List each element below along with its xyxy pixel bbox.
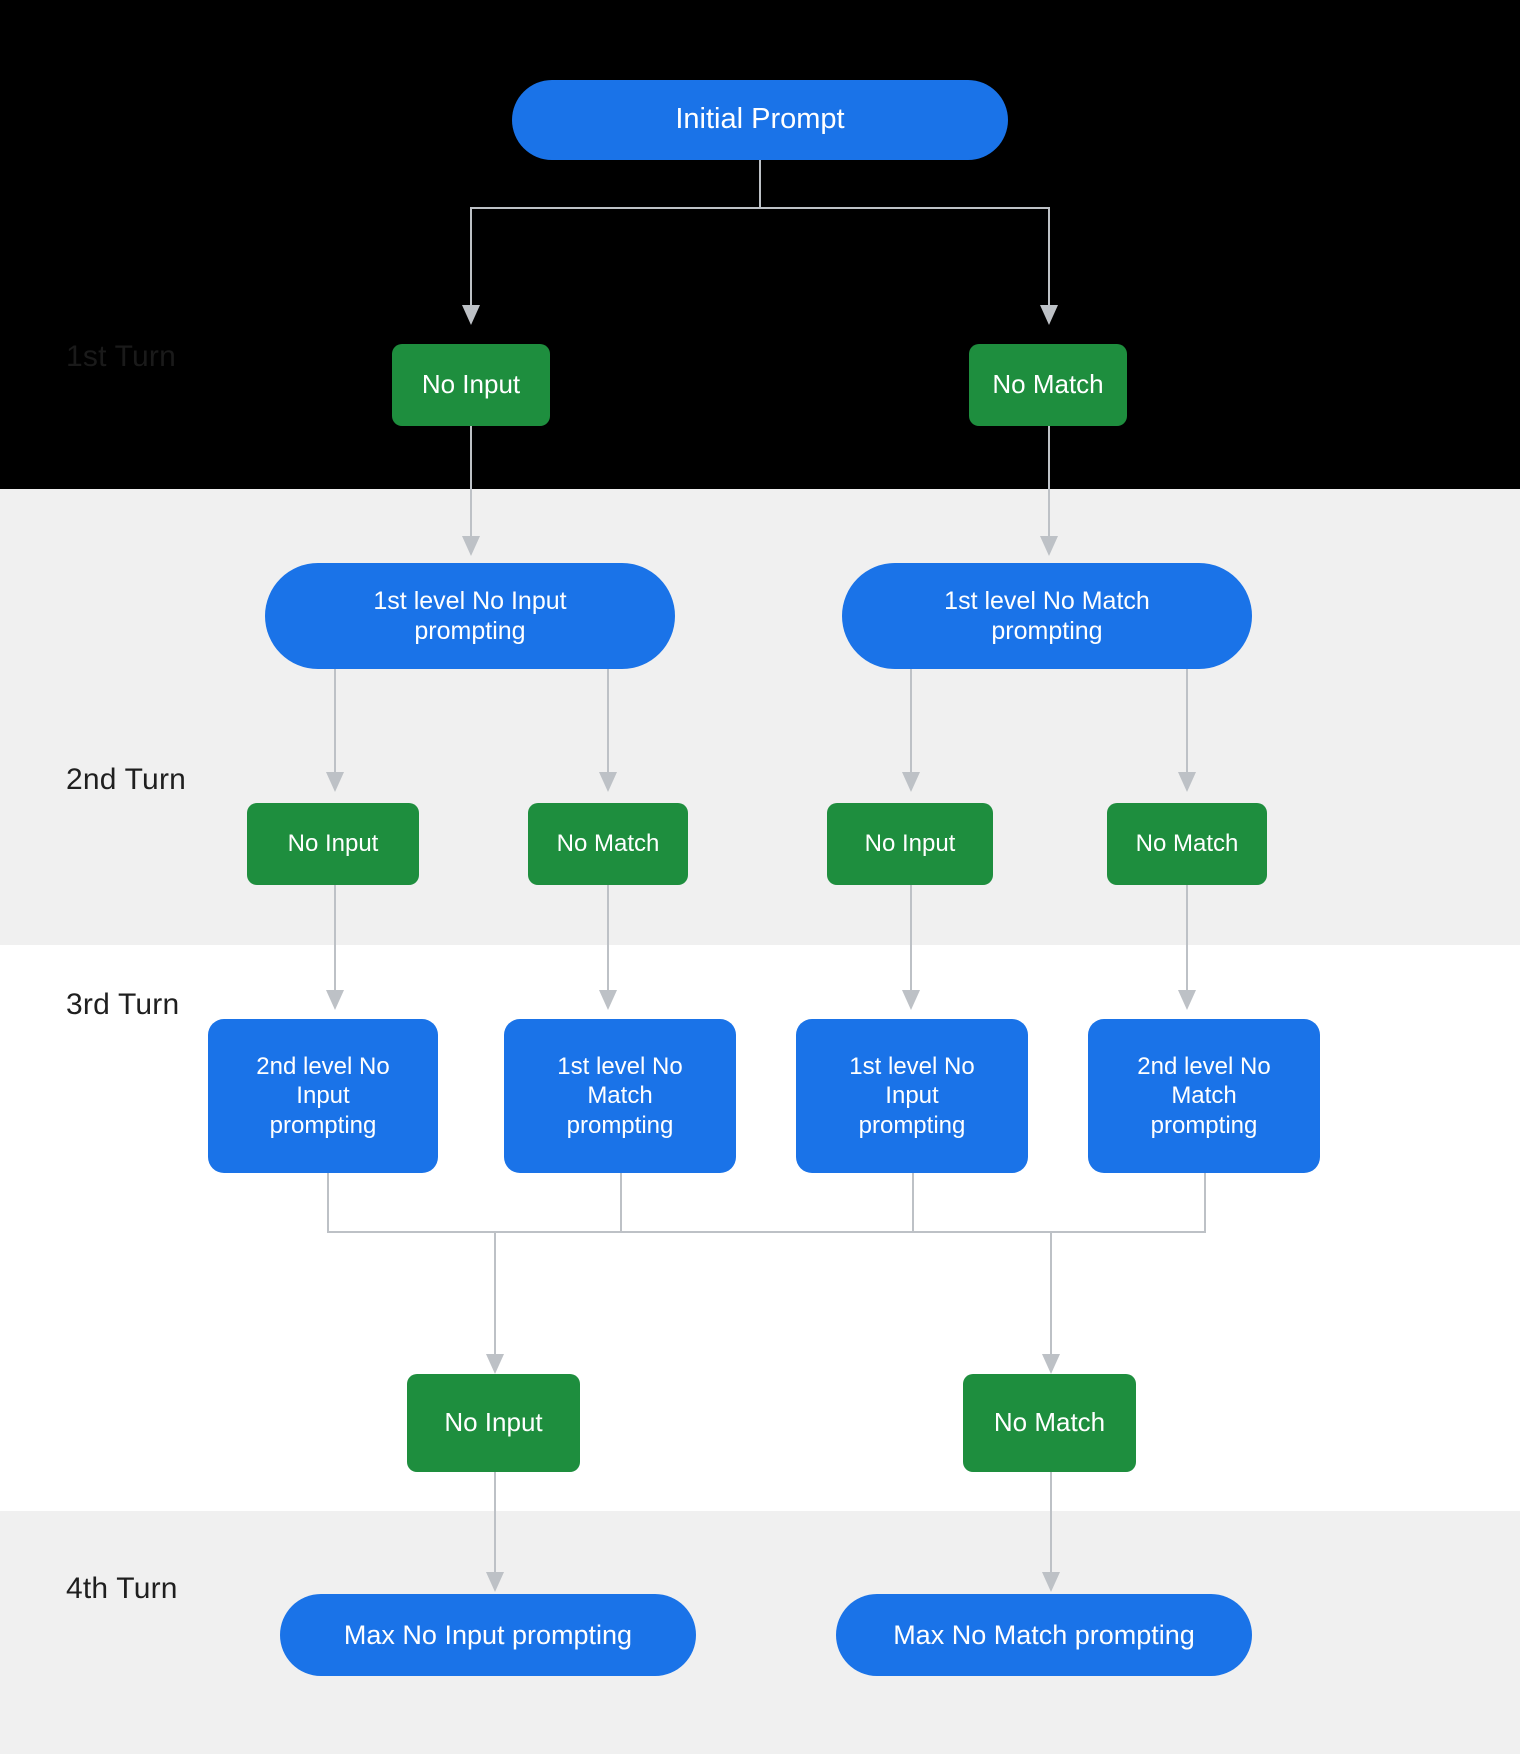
- node-t2-no-match-a[interactable]: No Match: [528, 803, 688, 885]
- arrow-to-t1-no-input: [462, 305, 480, 325]
- arrow-to-t3-no-match: [1042, 1354, 1060, 1374]
- arrow-to-t3-prompt-1: [326, 990, 344, 1010]
- turn-label-3rd: 3rd Turn: [66, 988, 180, 1021]
- connector-initial-stem: [759, 158, 761, 208]
- node-t3-no-match[interactable]: No Match: [963, 1374, 1136, 1472]
- connector-t4-left: [494, 1472, 496, 1574]
- node-t2-prompt-no-input[interactable]: 1st level No Input prompting: [265, 563, 675, 669]
- arrow-to-t2-no-input-a: [326, 772, 344, 792]
- arrow-to-t2-no-match-b: [1178, 772, 1196, 792]
- node-initial-prompt[interactable]: Initial Prompt: [512, 80, 1008, 160]
- turn-band-2nd: [0, 489, 1520, 945]
- connector-t3-drop-1: [334, 885, 336, 992]
- node-t3-prompt-2[interactable]: 1st level No Match prompting: [504, 1019, 736, 1173]
- node-t3-prompt-3[interactable]: 1st level No Input prompting: [796, 1019, 1028, 1173]
- node-t2-no-input-a[interactable]: No Input: [247, 803, 419, 885]
- connector-initial-right-drop: [1048, 207, 1050, 307]
- arrow-to-t3-prompt-4: [1178, 990, 1196, 1010]
- connector-t3-drop-2: [607, 885, 609, 992]
- connector-t3-up-stem-4: [1204, 1173, 1206, 1233]
- node-t4-max-no-match[interactable]: Max No Match prompting: [836, 1594, 1252, 1676]
- turn-label-2nd: 2nd Turn: [66, 763, 187, 796]
- node-t3-no-input[interactable]: No Input: [407, 1374, 580, 1472]
- arrow-to-t2-no-match-a: [599, 772, 617, 792]
- connector-t1-no-match-down: [1048, 424, 1050, 538]
- connector-t2-left-a: [334, 668, 336, 775]
- connector-t3-merge-bus: [327, 1231, 1206, 1233]
- turn-label-4th: 4th Turn: [66, 1572, 178, 1605]
- connector-t3-drop-3: [910, 885, 912, 992]
- connector-t3-down-left: [494, 1231, 496, 1356]
- turn-band-1st: [0, 0, 1520, 489]
- connector-t3-up-stem-1: [327, 1173, 329, 1233]
- connector-initial-bus: [470, 207, 1050, 209]
- node-t3-prompt-4[interactable]: 2nd level No Match prompting: [1088, 1019, 1320, 1173]
- node-t2-no-input-b[interactable]: No Input: [827, 803, 993, 885]
- node-t1-no-input[interactable]: No Input: [392, 344, 550, 426]
- arrow-to-t1-no-match: [1040, 305, 1058, 325]
- node-t2-prompt-no-match[interactable]: 1st level No Match prompting: [842, 563, 1252, 669]
- connector-t2-left-b: [607, 668, 609, 775]
- node-t4-max-no-input[interactable]: Max No Input prompting: [280, 1594, 696, 1676]
- arrow-to-t2-prompt-no-match: [1040, 536, 1058, 556]
- connector-initial-left-drop: [470, 207, 472, 307]
- connector-t1-no-input-down: [470, 424, 472, 538]
- arrow-to-t4-max-no-match: [1042, 1572, 1060, 1592]
- node-t3-prompt-1[interactable]: 2nd level No Input prompting: [208, 1019, 438, 1173]
- turn-band-4th: [0, 1511, 1520, 1754]
- arrow-to-t2-prompt-no-input: [462, 536, 480, 556]
- arrow-to-t2-no-input-b: [902, 772, 920, 792]
- node-t1-no-match[interactable]: No Match: [969, 344, 1127, 426]
- arrow-to-t4-max-no-input: [486, 1572, 504, 1592]
- arrow-to-t3-prompt-3: [902, 990, 920, 1010]
- connector-t2-right-a: [910, 668, 912, 775]
- connector-t3-up-stem-2: [620, 1173, 622, 1233]
- connector-t4-right: [1050, 1472, 1052, 1574]
- connector-t3-down-right: [1050, 1231, 1052, 1356]
- arrow-to-t3-no-input: [486, 1354, 504, 1374]
- connector-t3-up-stem-3: [912, 1173, 914, 1233]
- connector-t3-drop-4: [1186, 885, 1188, 992]
- node-t2-no-match-b[interactable]: No Match: [1107, 803, 1267, 885]
- arrow-to-t3-prompt-2: [599, 990, 617, 1010]
- connector-t2-right-b: [1186, 668, 1188, 775]
- turn-label-1st: 1st Turn: [66, 340, 176, 373]
